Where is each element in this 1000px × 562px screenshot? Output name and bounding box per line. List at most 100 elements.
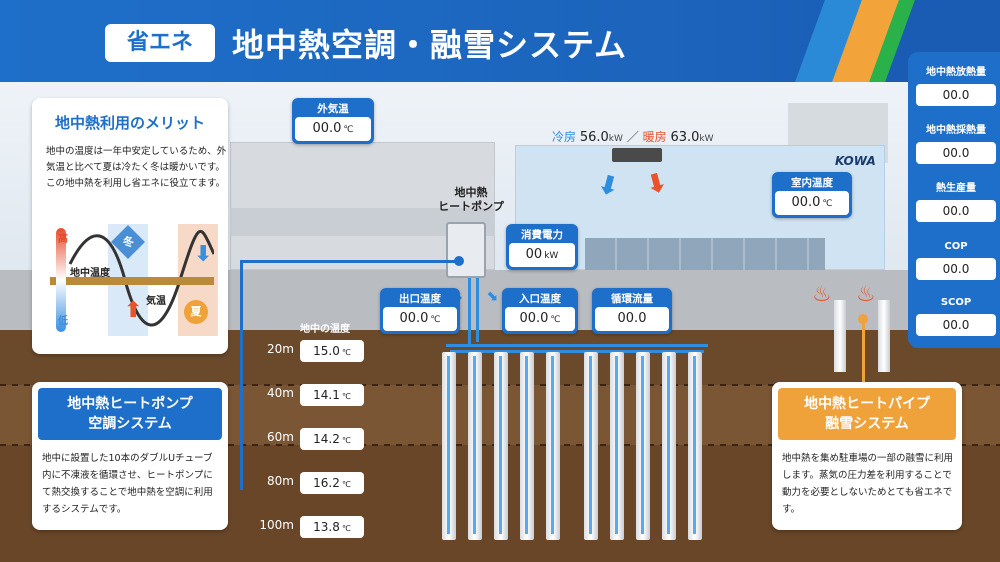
cooling-label: 冷房 bbox=[552, 130, 577, 144]
depth-temp-value: 13.8℃ bbox=[300, 516, 364, 538]
building-right-glass bbox=[585, 238, 825, 270]
temperature-diagram: 高 低 地中温度 冬 夏 気温 ⬆ ⬇ bbox=[50, 224, 218, 336]
merit-description: 地中の温度は一年中安定しているため、外気温と比べて夏は冷たく冬は暖かいです。この… bbox=[46, 146, 227, 189]
metric-heat-release: 地中熱放熱量 00.0 bbox=[916, 66, 996, 106]
high-label: 高 bbox=[58, 234, 68, 245]
metric-label: 地中熱採熱量 bbox=[926, 125, 986, 136]
borehole-well bbox=[610, 352, 624, 540]
outdoor-temp-label: 外気温 bbox=[317, 103, 349, 115]
ground-temp-label: 地中温度 bbox=[70, 268, 110, 279]
flow-rate-label: 循環流量 bbox=[611, 293, 653, 305]
depth-label: 40m bbox=[267, 386, 294, 400]
outlet-temp-readout: 出口温度 00.0℃ bbox=[380, 288, 460, 334]
depth-label: 20m bbox=[267, 342, 294, 356]
flow-arrow-icon: ⬊ bbox=[486, 288, 498, 304]
depth-label: 80m bbox=[267, 474, 294, 488]
heatpump-label-line2: ヒートポンプ bbox=[438, 200, 504, 213]
heating-unit: kW bbox=[699, 134, 714, 144]
metric-value: 00.0 bbox=[916, 314, 996, 336]
heat-pipe bbox=[834, 300, 846, 372]
depth-temp-value: 14.2℃ bbox=[300, 428, 364, 450]
borehole-well bbox=[546, 352, 560, 540]
return-pipe bbox=[476, 278, 479, 342]
metric-label: 地中熱放熱量 bbox=[926, 67, 986, 78]
capacity-readout: 冷房 56.0kW ／ 暖房 63.0kW bbox=[552, 128, 714, 145]
low-label: 低 bbox=[58, 316, 68, 327]
depth-temp-value: 16.2℃ bbox=[300, 472, 364, 494]
borehole-well bbox=[636, 352, 650, 540]
snowmelt-callout-line bbox=[862, 318, 865, 390]
flow-rate-readout: 循環流量 00.0 bbox=[592, 288, 672, 334]
outlet-temp-value: 00.0℃ bbox=[383, 307, 457, 331]
borehole-well bbox=[520, 352, 534, 540]
snowmelt-title-line2: 融雪システム bbox=[825, 416, 909, 432]
cooling-value: 56.0 bbox=[579, 130, 609, 145]
page-title: 地中熱空調・融雪システム bbox=[232, 26, 628, 64]
depth-temp-value: 14.1℃ bbox=[300, 384, 364, 406]
company-logo: KOWA bbox=[835, 154, 876, 168]
borehole-well bbox=[494, 352, 508, 540]
capacity-separator: ／ bbox=[626, 130, 639, 144]
metric-value: 00.0 bbox=[916, 142, 996, 164]
metric-heat-production: 熱生産量 00.0 bbox=[916, 182, 996, 222]
heatpump-unit bbox=[446, 222, 486, 278]
heatpump-system-title: 地中熱ヒートポンプ 空調システム bbox=[38, 388, 222, 440]
merit-title: 地中熱利用のメリット bbox=[54, 114, 205, 132]
heatpump-system-description: 地中に設置した10本のダブルUチューブ内に不凍液を循環させ、ヒートポンプにて熱交… bbox=[42, 453, 213, 515]
heat-emission-icon: ♨ bbox=[856, 282, 876, 307]
header-bar: 省エネ 地中熱空調・融雪システム bbox=[0, 0, 1000, 82]
heatpump-title-line1: 地中熱ヒートポンプ bbox=[67, 396, 193, 412]
up-arrow-icon: ⬆ bbox=[124, 298, 143, 323]
header-pipe bbox=[446, 344, 708, 347]
power-label: 消費電力 bbox=[521, 229, 563, 241]
snowmelt-title-line1: 地中熱ヒートパイプ bbox=[804, 396, 930, 412]
heatpump-label: 地中熱 ヒートポンプ bbox=[434, 186, 508, 214]
outlet-temp-label: 出口温度 bbox=[399, 293, 441, 305]
snowmelt-system-description: 地中熱を集め駐車場の一部の融雪に利用します。蒸気の圧力差を利用することで動力を必… bbox=[782, 453, 954, 515]
depth-row: 100m 13.8℃ bbox=[248, 516, 368, 538]
depth-row: 60m 14.2℃ bbox=[248, 428, 368, 450]
depth-row: 80m 16.2℃ bbox=[248, 472, 368, 494]
depth-row: 20m 15.0℃ bbox=[248, 340, 368, 362]
ground-temp-bar bbox=[50, 277, 214, 285]
inlet-temp-value: 00.0℃ bbox=[505, 307, 575, 331]
heatpump-system-card: 地中熱ヒートポンプ 空調システム 地中に設置した10本のダブルUチューブ内に不凍… bbox=[32, 382, 228, 530]
depth-temp-value: 15.0℃ bbox=[300, 340, 364, 362]
indoor-temp-label: 室内温度 bbox=[791, 177, 833, 189]
connector-dot bbox=[858, 314, 868, 324]
signal-cable bbox=[240, 260, 243, 490]
metrics-side-panel: 地中熱放熱量 00.0 地中熱採熱量 00.0 熱生産量 00.0 COP 00… bbox=[908, 52, 1000, 348]
metric-label: COP bbox=[944, 241, 968, 252]
ground-temp-header: 地中の温度 bbox=[300, 324, 350, 335]
borehole-well bbox=[584, 352, 598, 540]
air-temp-curve bbox=[68, 229, 214, 327]
borehole-well bbox=[468, 352, 482, 540]
inlet-temp-label: 入口温度 bbox=[519, 293, 561, 305]
metric-value: 00.0 bbox=[916, 84, 996, 106]
heat-emission-icon: ♨ bbox=[812, 282, 832, 307]
air-temp-label: 気温 bbox=[146, 296, 166, 307]
connector-dot bbox=[454, 256, 464, 266]
metric-label: SCOP bbox=[940, 297, 972, 308]
borehole-well bbox=[442, 352, 456, 540]
header-pipe bbox=[450, 350, 704, 353]
borehole-well bbox=[662, 352, 676, 540]
heating-label: 暖房 bbox=[642, 130, 667, 144]
cooling-unit: kW bbox=[608, 134, 623, 144]
down-arrow-icon: ⬇ bbox=[194, 242, 213, 267]
supply-pipe bbox=[468, 278, 471, 346]
metric-cop: COP 00.0 bbox=[916, 240, 996, 280]
snowmelt-system-card: 地中熱ヒートパイプ 融雪システム 地中熱を集め駐車場の一部の融雪に利用します。蒸… bbox=[772, 382, 962, 530]
thermometer-icon bbox=[56, 228, 66, 332]
borehole-well bbox=[688, 352, 702, 540]
heatpump-title-line2: 空調システム bbox=[88, 416, 172, 432]
metric-heat-extraction: 地中熱採熱量 00.0 bbox=[916, 124, 996, 164]
metric-value: 00.0 bbox=[916, 258, 996, 280]
inlet-temp-readout: 入口温度 00.0℃ bbox=[502, 288, 578, 334]
metric-label: 熱生産量 bbox=[936, 183, 976, 194]
depth-label: 100m bbox=[259, 518, 294, 532]
snowmelt-system-title: 地中熱ヒートパイプ 融雪システム bbox=[778, 388, 956, 440]
outdoor-temp-value: 00.0℃ bbox=[295, 117, 371, 141]
